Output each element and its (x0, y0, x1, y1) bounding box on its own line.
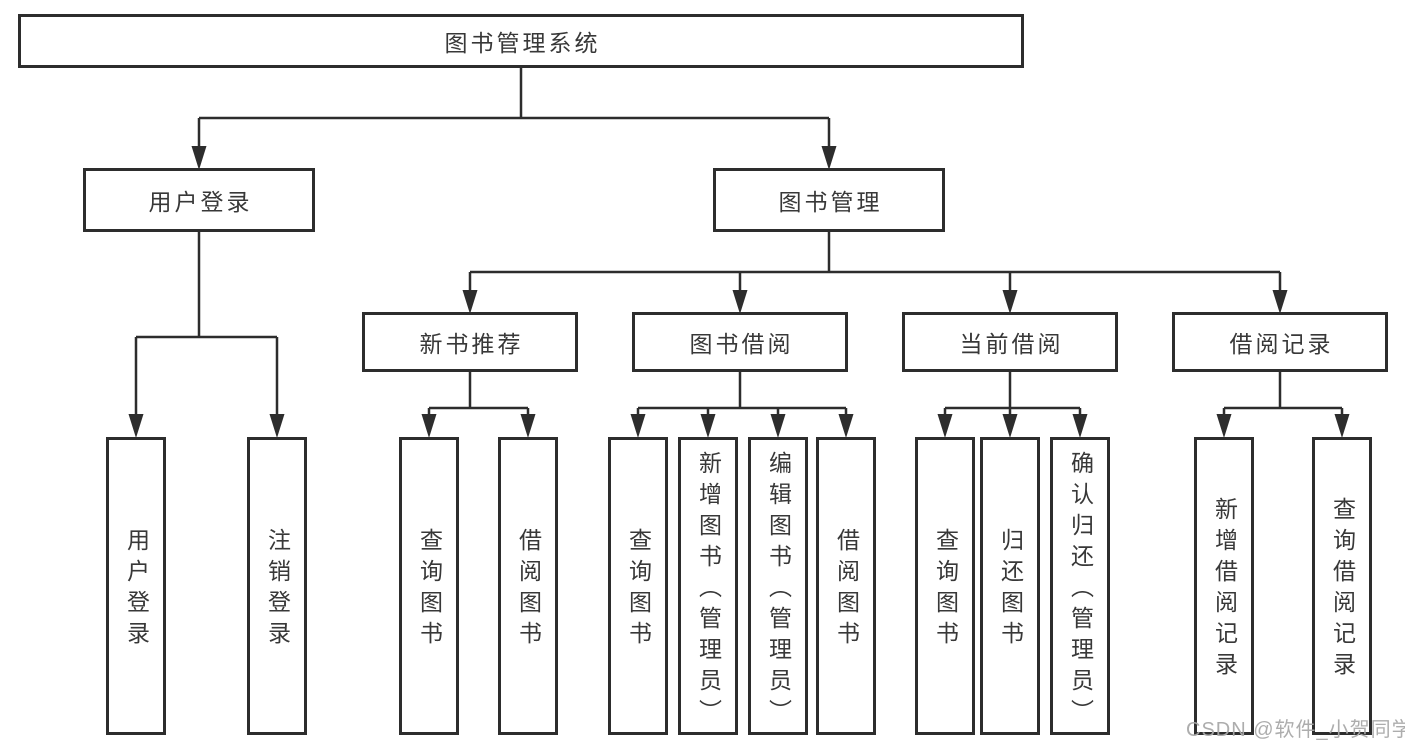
node-borrowing-records-label: 借阅记录 (1229, 331, 1334, 357)
leaf-query-books-recommend: 查询图书 (399, 437, 459, 735)
leaf-confirm-return-admin-label: 确认归还（管理员） (1067, 450, 1094, 730)
leaf-borrow-books-borrow-label: 借阅图书 (833, 528, 860, 652)
leaf-query-borrow-record: 查询借阅记录 (1312, 437, 1372, 735)
leaf-logout-login-label: 注销登录 (264, 528, 291, 652)
node-book-borrowing: 图书借阅 (632, 312, 848, 372)
leaf-query-books-borrow: 查询图书 (608, 437, 668, 735)
leaf-edit-book-admin-label: 编辑图书（管理员） (765, 450, 792, 730)
node-root-label: 图书管理系统 (444, 30, 601, 56)
arrowheads (128, 146, 1350, 438)
leaf-user-login: 用户登录 (106, 437, 166, 735)
watermark: CSDN @软件_小贺同学 (1186, 719, 1405, 741)
leaf-borrow-books-recommend: 借阅图书 (498, 437, 558, 735)
node-user-login-label: 用户登录 (148, 189, 253, 215)
leaf-add-book-admin: 新增图书（管理员） (678, 437, 738, 735)
leaf-query-borrow-record-label: 查询借阅记录 (1329, 497, 1356, 683)
leaf-borrow-books-borrow: 借阅图书 (816, 437, 876, 735)
leaf-borrow-books-recommend-label: 借阅图书 (515, 528, 542, 652)
leaf-add-book-admin-label: 新增图书（管理员） (695, 450, 722, 730)
leaf-query-books-current: 查询图书 (915, 437, 975, 735)
leaf-query-books-current-label: 查询图书 (932, 528, 959, 652)
node-book-borrowing-label: 图书借阅 (689, 331, 794, 357)
leaf-logout-login: 注销登录 (247, 437, 307, 735)
leaf-edit-book-admin: 编辑图书（管理员） (748, 437, 808, 735)
node-new-book-recommendation: 新书推荐 (362, 312, 578, 372)
node-root: 图书管理系统 (18, 14, 1024, 68)
leaf-query-books-recommend-label: 查询图书 (416, 528, 443, 652)
leaf-confirm-return-admin: 确认归还（管理员） (1050, 437, 1110, 735)
node-current-borrowing-label: 当前借阅 (959, 331, 1064, 357)
leaf-add-borrow-record-label: 新增借阅记录 (1211, 497, 1238, 683)
node-book-management: 图书管理 (713, 168, 945, 232)
node-user-login: 用户登录 (83, 168, 315, 232)
node-borrowing-records: 借阅记录 (1172, 312, 1388, 372)
node-current-borrowing: 当前借阅 (902, 312, 1118, 372)
node-new-book-recommendation-label: 新书推荐 (419, 331, 524, 357)
leaf-user-login-label: 用户登录 (123, 528, 150, 652)
leaf-add-borrow-record: 新增借阅记录 (1194, 437, 1254, 735)
leaf-return-books: 归还图书 (980, 437, 1040, 735)
node-book-management-label: 图书管理 (778, 189, 883, 215)
leaf-return-books-label: 归还图书 (997, 528, 1024, 652)
leaf-query-books-borrow-label: 查询图书 (625, 528, 652, 652)
